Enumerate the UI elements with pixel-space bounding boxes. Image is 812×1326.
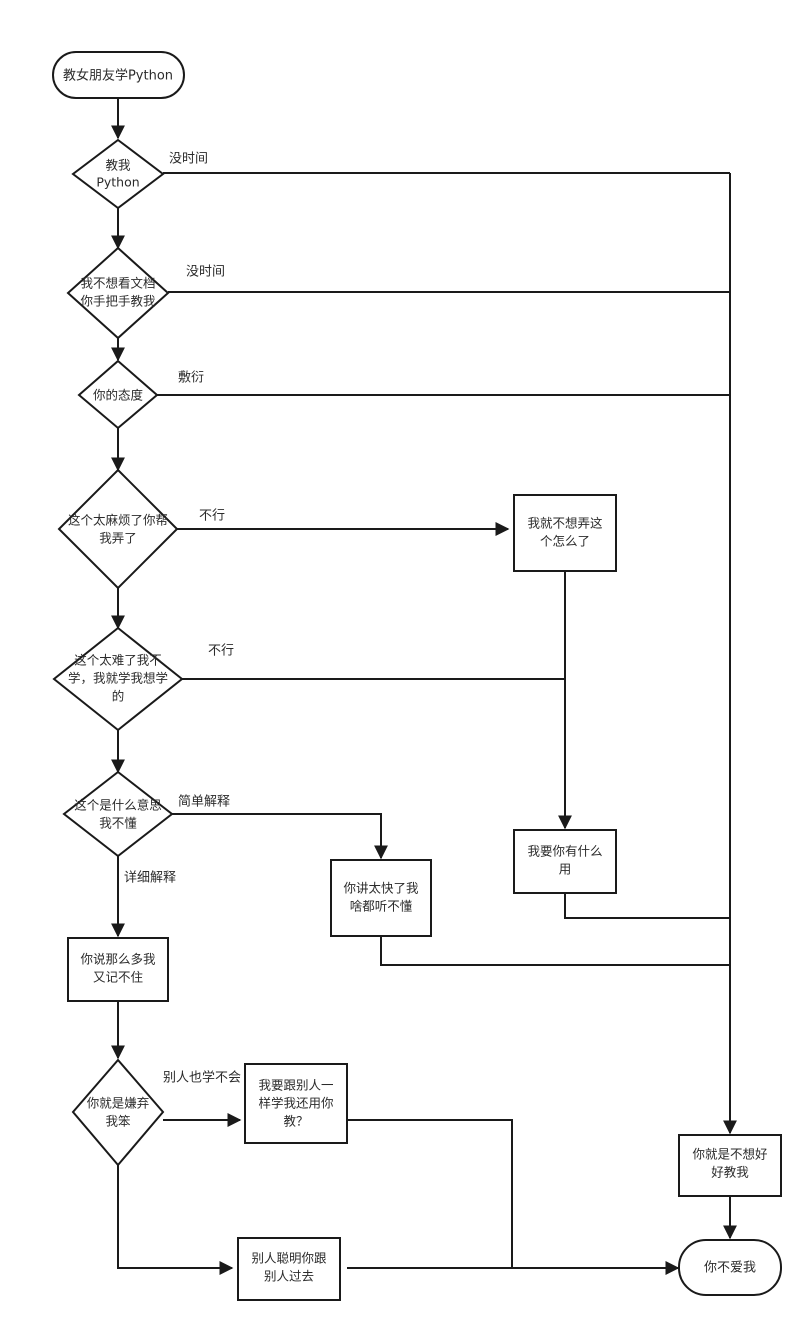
node-genren-line-0: 我要跟别人一 <box>258 1078 333 1093</box>
node-jizhu-line-0: 你说那么多我 <box>80 952 156 967</box>
edge-d7-to-congming <box>117 1165 234 1275</box>
node-nong-line-1: 个怎么了 <box>540 534 590 549</box>
node-kuai-line-0: 你讲太快了我 <box>343 881 419 896</box>
node-buxiang-line-0: 你就是不想好 <box>692 1147 767 1162</box>
node-start[interactable]: 教女朋友学Python <box>52 51 185 99</box>
node-genren-line-1: 样学我还用你 <box>258 1096 333 1111</box>
node-end-you-dont-love-me[interactable]: 你不爱我 <box>678 1239 782 1296</box>
node-d2-line-0: 我不想看文档 <box>80 276 155 291</box>
node-d3-your-attitude[interactable]: 你的态度 <box>77 359 159 430</box>
node-d7-line-0: 你就是嫌弃 <box>87 1096 150 1111</box>
node-d6-line-1: 我不懂 <box>99 816 137 831</box>
edge-yong-to-right-bus <box>564 893 730 919</box>
node-d6-line-0: 这个是什么意思 <box>74 798 162 813</box>
edge-label-no-1: 不行 <box>199 509 225 524</box>
node-d1-line-0: 教我 <box>105 158 131 173</box>
node-yong-line-0: 我要你有什么 <box>527 844 602 859</box>
node-jizhu-line-1: 又记不住 <box>93 970 144 985</box>
node-d5-line-0: 这个太难了我不 <box>74 653 162 668</box>
edge-label-simple-explain: 简单解释 <box>178 794 230 810</box>
node-d5-line-2: 的 <box>112 689 125 704</box>
edge-label-no-2: 不行 <box>208 644 234 659</box>
node-box-others-are-smart[interactable]: 别人聪明你跟 别人过去 <box>237 1237 341 1301</box>
node-d2-hand-holding[interactable]: 我不想看文档 你手把手教我 <box>66 246 170 340</box>
edge-kuai-to-right-bus <box>380 936 730 966</box>
node-box-i-dont-want-to-do-it[interactable]: 我就不想弄这 个怎么了 <box>513 494 617 572</box>
node-genren-line-2: 教？ <box>283 1114 308 1129</box>
node-end-line-0: 你不爱我 <box>704 1261 756 1276</box>
node-d5-line-1: 学，我就学我想学 <box>68 671 168 686</box>
node-d6-what-does-it-mean[interactable]: 这个是什么意思 我不懂 <box>62 770 174 858</box>
nodes-layer: 教女朋友学Python 教我 Python 我不想看文档 你手把手教我 你的态度… <box>52 51 782 1301</box>
node-box-what-good-are-you[interactable]: 我要你有什么 用 <box>513 829 617 894</box>
node-congming-line-1: 别人过去 <box>264 1269 314 1284</box>
edge-d6-to-kuai <box>172 813 388 860</box>
node-d1-line-1: Python <box>96 175 139 190</box>
node-buxiang-line-1: 好教我 <box>711 1165 749 1180</box>
node-d3-line-0: 你的态度 <box>93 388 144 403</box>
node-d5-too-hard[interactable]: 这个太难了我不 学，我就学我想学 的 <box>52 626 184 732</box>
edge-label-no-time-2: 没时间 <box>186 265 225 280</box>
node-d4-too-troublesome[interactable]: 这个太麻烦了你帮 我弄了 <box>57 468 179 590</box>
node-d4-line-0: 这个太麻烦了你帮 <box>68 513 168 528</box>
edge-labels-layer: 没时间 没时间 敷衍 不行 不行 简单解释 详细解释 别人也学不会 <box>124 152 241 1086</box>
node-d7-you-think-im-stupid[interactable]: 你就是嫌弃 我笨 <box>71 1058 165 1167</box>
edge-label-perfunctory: 敷衍 <box>178 371 204 386</box>
node-box-cant-remember[interactable]: 你说那么多我 又记不住 <box>67 937 169 1002</box>
node-box-learn-like-others[interactable]: 我要跟别人一 样学我还用你 教？ <box>244 1063 348 1144</box>
node-kuai-line-1: 啥都听不懂 <box>350 899 413 914</box>
node-start-line-0: 教女朋友学Python <box>63 68 173 84</box>
node-box-you-talk-too-fast[interactable]: 你讲太快了我 啥都听不懂 <box>330 859 432 937</box>
node-nong-line-0: 我就不想弄这 <box>527 516 603 531</box>
edge-label-detailed-explain: 详细解释 <box>124 871 176 886</box>
node-yong-line-1: 用 <box>559 862 572 877</box>
edges-layer <box>111 97 737 1275</box>
node-d4-line-1: 我弄了 <box>99 531 137 546</box>
node-d2-line-1: 你手把手教我 <box>80 294 156 309</box>
edge-label-others-cant-learn: 别人也学不会 <box>163 1070 241 1086</box>
node-box-you-dont-want-to-teach[interactable]: 你就是不想好 好教我 <box>678 1134 782 1197</box>
node-d1-teach-me-python[interactable]: 教我 Python <box>71 138 165 210</box>
node-d7-line-1: 我笨 <box>105 1114 131 1129</box>
node-congming-line-0: 别人聪明你跟 <box>251 1251 327 1266</box>
edge-label-no-time-1: 没时间 <box>169 152 208 167</box>
edge-genren-to-end <box>347 1119 513 1268</box>
